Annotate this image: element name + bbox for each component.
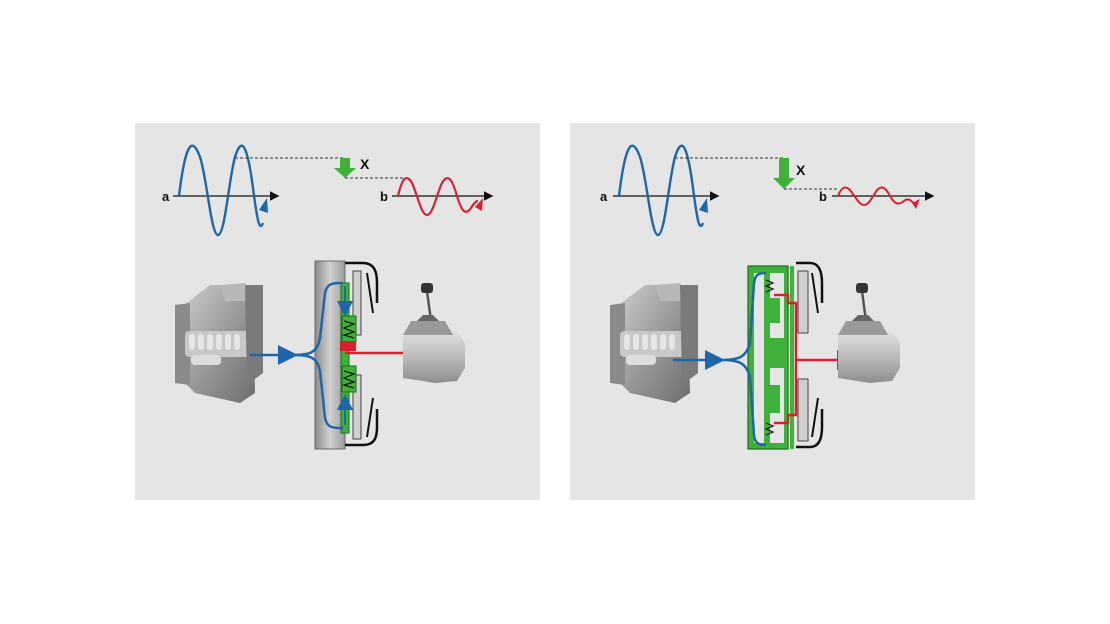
diagram-conventional-damper: a X b: [135, 123, 540, 500]
output-wave: [837, 186, 916, 207]
flywheel-icon: [314, 260, 346, 450]
input-wave-arrowhead: [259, 198, 268, 213]
diagram-canvas: a X b: [600, 144, 935, 450]
arrow-down-icon: [334, 158, 356, 178]
input-wave-arrowhead: [699, 198, 708, 213]
diagram-canvas: a X b: [162, 144, 494, 450]
clutch-finger-bottom: [811, 397, 819, 438]
input-wave-graph: a: [600, 144, 720, 237]
clutch-finger-top: [811, 272, 819, 314]
input-wave: [177, 144, 265, 237]
split-torque-paths: [719, 271, 767, 447]
clutch-cover: [345, 261, 379, 447]
output-wave-arrowhead: [912, 199, 920, 209]
split-torque-paths: [292, 281, 343, 430]
output-wave-graph: b: [380, 176, 494, 217]
friction-plate-bottom: [797, 378, 809, 442]
reduction-label: X: [796, 162, 806, 178]
engine-icon: [610, 283, 698, 403]
secondary-torque-paths: [774, 293, 798, 425]
shift-lever-icon: [417, 283, 439, 322]
input-wave-graph: a: [162, 144, 280, 237]
output-wave-label: b: [380, 189, 388, 204]
spring-damper-icon: [340, 282, 357, 434]
clutch-finger-top: [366, 272, 374, 314]
gearbox-icon: [403, 321, 465, 383]
output-wave-graph: b: [819, 186, 935, 209]
input-wave-label: a: [162, 189, 170, 204]
friction-plate-top: [352, 270, 362, 336]
reduction-label: X: [360, 156, 370, 172]
clutch-finger-bottom: [366, 397, 374, 438]
input-wave: [617, 144, 705, 237]
output-wave-label: b: [819, 189, 827, 204]
spring-damper-icon: [747, 265, 794, 450]
friction-plate-top: [797, 270, 809, 334]
input-wave-label: a: [600, 189, 608, 204]
gearbox-icon: [838, 321, 900, 383]
clutch-cover: [796, 261, 824, 449]
friction-plate-bottom: [352, 374, 362, 440]
engine-icon: [175, 283, 263, 403]
arrow-down-icon: [773, 158, 795, 189]
output-wave-arrowhead: [475, 198, 483, 211]
output-wave: [396, 176, 479, 217]
diagram-improved-damper: a X b: [570, 123, 975, 500]
shift-lever-icon: [852, 283, 874, 322]
